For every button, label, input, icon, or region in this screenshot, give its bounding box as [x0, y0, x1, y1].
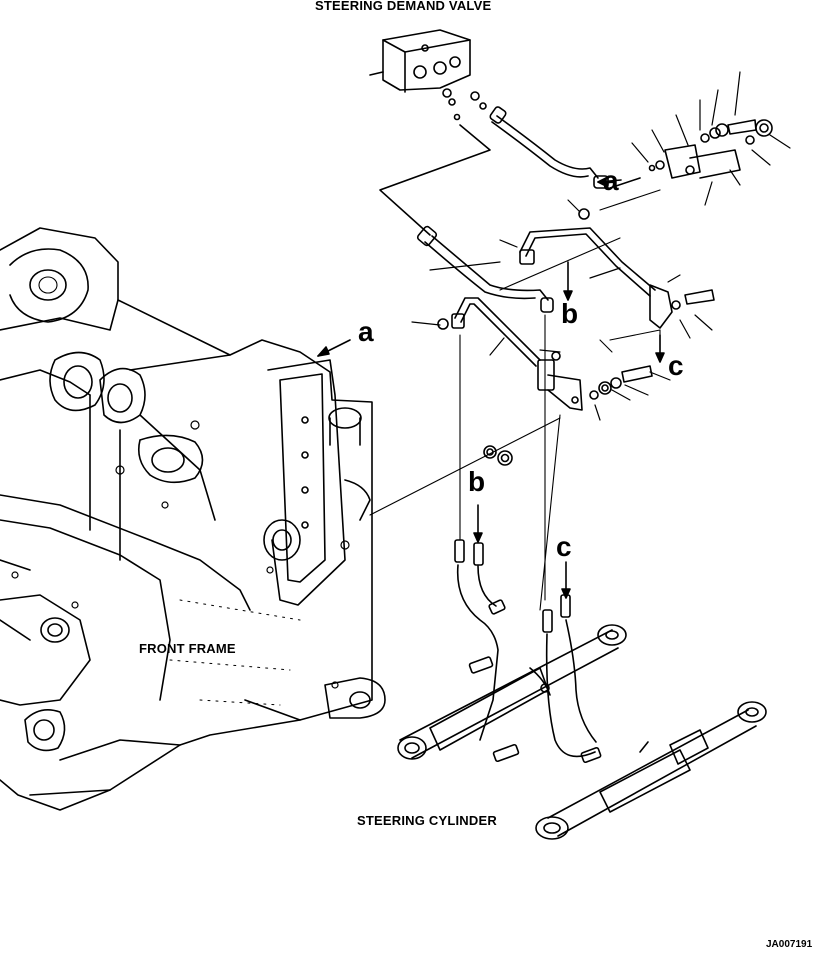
callout-a-valve: a — [603, 165, 619, 196]
callout-c-lower: c — [556, 531, 572, 562]
elbow-washers — [484, 446, 512, 465]
figure-code: JA007191 — [766, 939, 813, 950]
small-fitting — [579, 209, 589, 219]
callout-b-lower: b — [468, 466, 486, 497]
assembly-lines — [370, 190, 660, 610]
tube-clamp-bracket — [548, 366, 652, 410]
cylinder-hose-left — [455, 540, 505, 740]
steering-cylinder-right — [536, 702, 766, 839]
callout-a-frame: a — [358, 316, 374, 347]
small-fitting-3 — [552, 352, 560, 360]
steering-demand-valve — [370, 30, 486, 120]
front-frame-title: FRONT FRAME — [139, 641, 236, 656]
cylinder-hose-right — [493, 595, 601, 763]
callout-c-upper: c — [668, 350, 684, 381]
callout-b-upper: b — [561, 298, 579, 329]
valve-title: STEERING DEMAND VALVE — [315, 0, 492, 13]
steering-cylinder-left — [398, 625, 626, 759]
hose-middle — [416, 225, 553, 312]
steering-tube-lower — [452, 298, 554, 390]
reference-ticks — [412, 72, 790, 420]
steering-cylinder-title: STEERING CYLINDER — [357, 813, 497, 828]
hose-upper — [489, 106, 608, 188]
front-frame — [0, 228, 385, 810]
steering-tube-upper — [520, 228, 672, 328]
valve-leader-line — [380, 125, 490, 235]
small-fitting-2 — [438, 319, 448, 329]
flange-fitting-assembly — [610, 120, 772, 188]
c-fitting-bolt — [672, 290, 714, 309]
callout-arrows — [318, 178, 664, 598]
